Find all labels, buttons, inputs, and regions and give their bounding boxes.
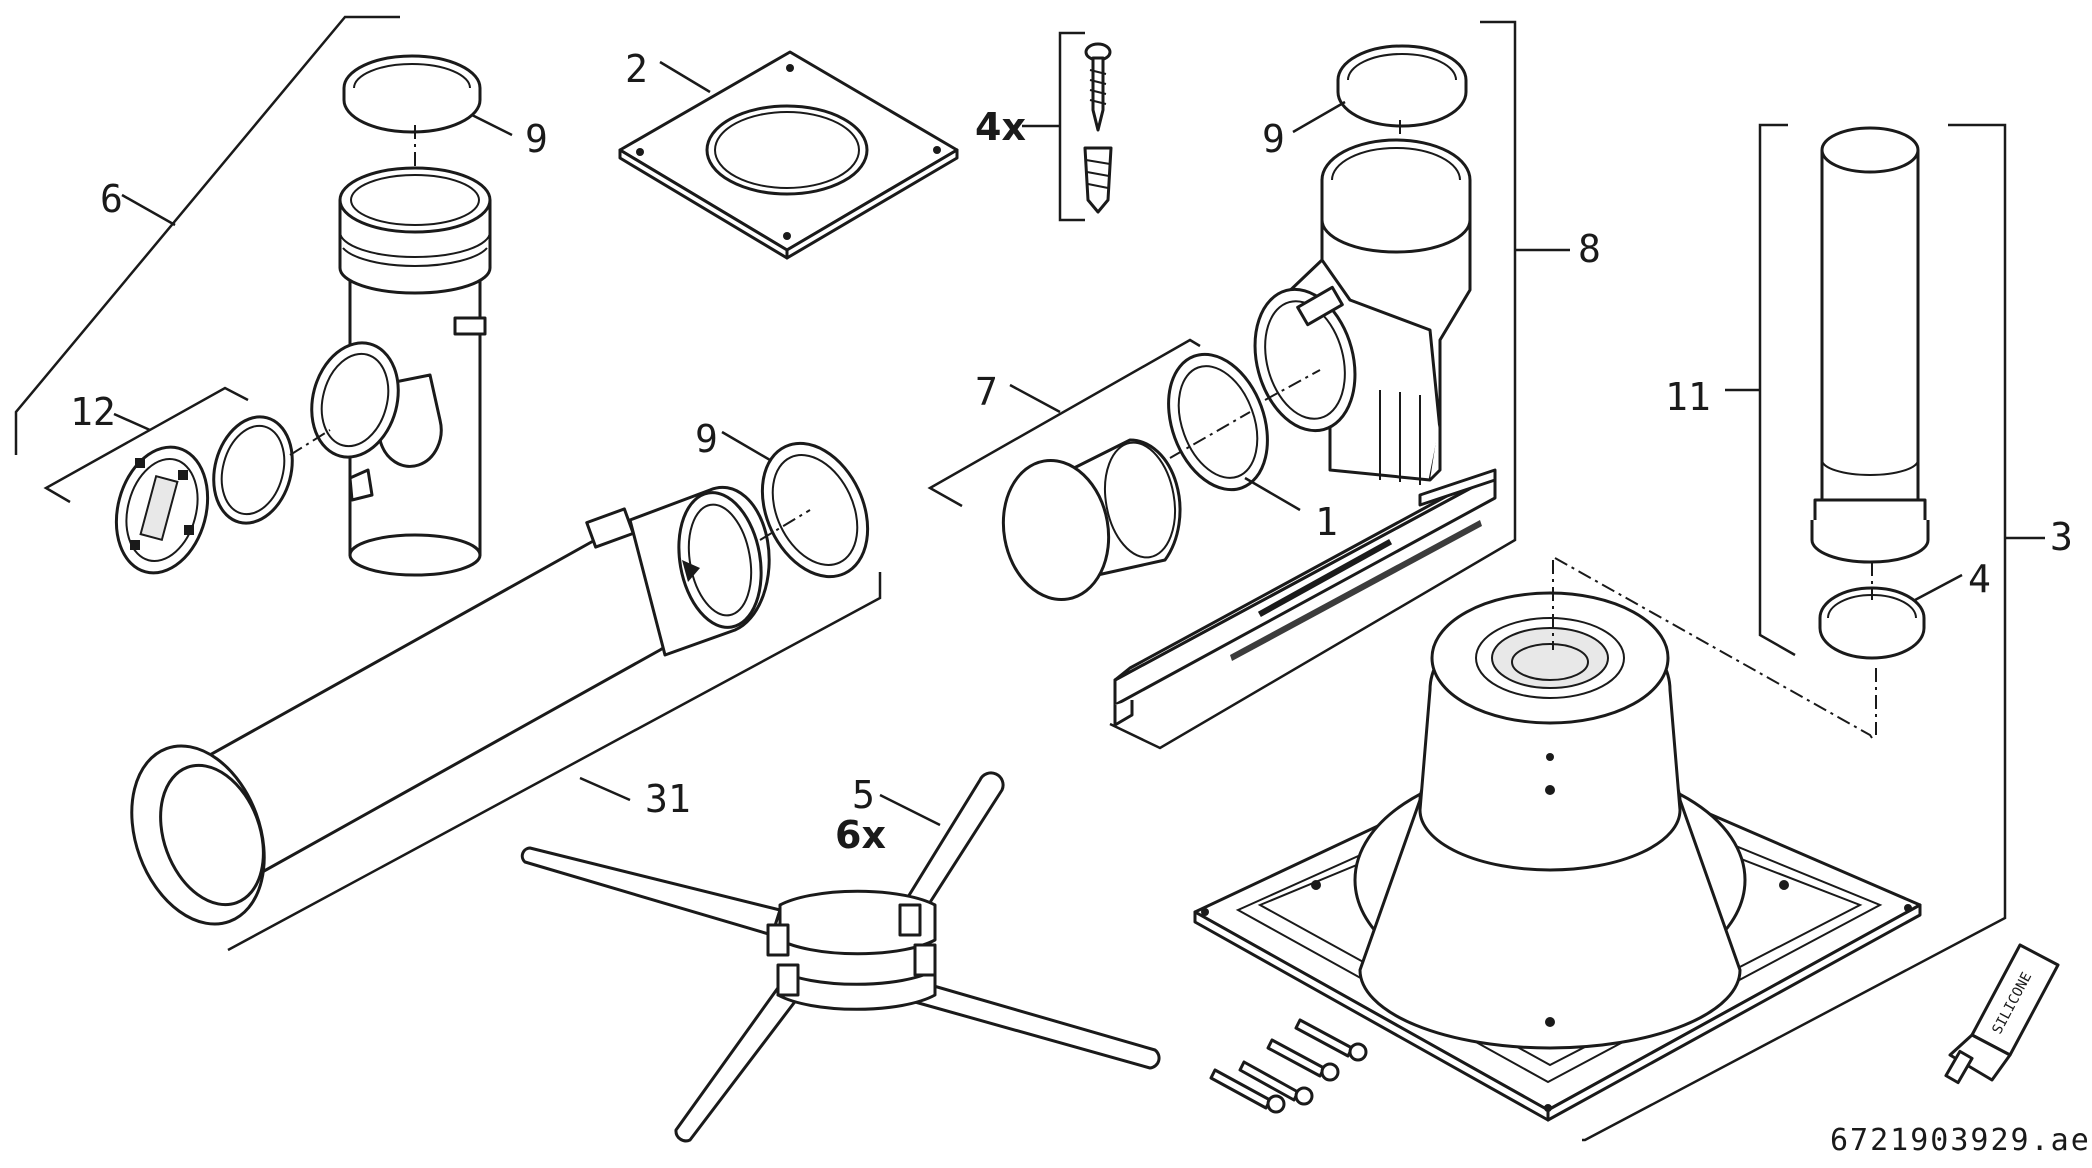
label-part-9-left: 9 [525, 117, 548, 161]
seal-ring-top-right [1336, 44, 1468, 128]
wood-screw [1084, 42, 1112, 132]
label-part-6: 6 [100, 177, 123, 221]
inspection-tee [338, 166, 492, 577]
label-part-1: 1 [1315, 500, 1338, 544]
adapter-fitting [1001, 438, 1182, 602]
roof-plate [618, 50, 959, 260]
seal-ring-4 [1818, 586, 1926, 660]
label-part-9-middle: 9 [695, 417, 718, 461]
group-7-bracket [927, 338, 1201, 508]
label-part-9-right: 9 [1262, 117, 1285, 161]
group-6-bracket [14, 15, 400, 455]
elbow-body [1253, 138, 1472, 485]
cap-seal-ring [212, 415, 294, 525]
label-part-8: 8 [1578, 227, 1601, 271]
label-part-3: 3 [2050, 515, 2073, 559]
mounting-rail [1113, 468, 1497, 727]
inspection-cover-cap [114, 445, 210, 575]
label-part-11: 11 [1665, 375, 1711, 419]
label-part-7: 7 [975, 370, 998, 414]
seal-ring-1 [1167, 352, 1269, 492]
seal-ring-top-left [342, 54, 482, 134]
label-part-31: 31 [645, 777, 691, 821]
wall-plug [1083, 146, 1113, 214]
roof-collar [1193, 591, 1922, 1122]
label-qty-screws: 4x [975, 105, 1026, 149]
concentric-pipe [130, 485, 771, 926]
silicone-tube: SILICONE [1944, 943, 2060, 1085]
vertical-pipe [1810, 126, 1930, 564]
side-cap-ring [310, 341, 400, 459]
roof-screws [1209, 1018, 1368, 1114]
group-12-bracket [43, 386, 249, 504]
group-11-bracket [1725, 123, 1796, 657]
pipe-support-stay [520, 771, 1161, 1143]
label-part-12: 12 [70, 390, 116, 434]
seal-ring-middle [760, 441, 870, 579]
label-part-5: 5 [852, 773, 875, 817]
label-part-4: 4 [1968, 557, 1991, 601]
label-part-2: 2 [625, 47, 648, 91]
drawing-reference-number: 6721903929.ae [1830, 1123, 2091, 1158]
screw-bracket [1022, 31, 1085, 222]
label-qty-stays: 6x [835, 813, 886, 857]
